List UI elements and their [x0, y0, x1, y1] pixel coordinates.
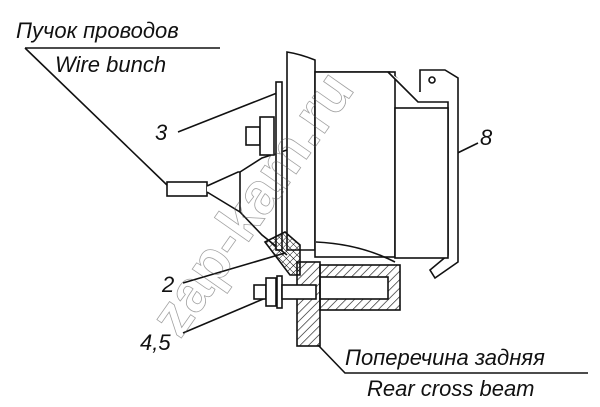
part-8-label: 8: [480, 125, 493, 150]
bracket: [387, 69, 459, 280]
cross-beam-label-ru: Поперечина задняя: [345, 345, 545, 370]
lamp-8: [394, 107, 449, 259]
top-nut: [259, 116, 275, 156]
part-2-label: 2: [161, 272, 174, 297]
lamp-body: [314, 71, 396, 258]
wire-end: [166, 181, 208, 197]
part-2-leader: [182, 252, 286, 284]
body-curve: [315, 241, 396, 263]
bracket-hole: [428, 76, 436, 84]
bolt-shank: [281, 284, 317, 300]
part-4-5-leader: [182, 296, 269, 334]
cross-beam-leader: [317, 344, 588, 374]
part-4-5-label: 4,5: [140, 330, 171, 355]
part-3-leader: [177, 92, 278, 133]
cross-beam-label-en: Rear cross beam: [367, 376, 535, 401]
bolt-hole: [319, 276, 389, 300]
part-3-label: 3: [155, 120, 168, 145]
wire-bunch-leader: [24, 47, 169, 187]
rear-cross-beam: [296, 261, 321, 347]
wire-bunch-label-ru: Пучок проводов: [16, 18, 179, 43]
wire-bunch-label-en: Wire bunch: [55, 52, 166, 77]
bolt-head: [253, 284, 267, 300]
seal-2: [263, 231, 301, 276]
nut-4: [265, 277, 277, 307]
